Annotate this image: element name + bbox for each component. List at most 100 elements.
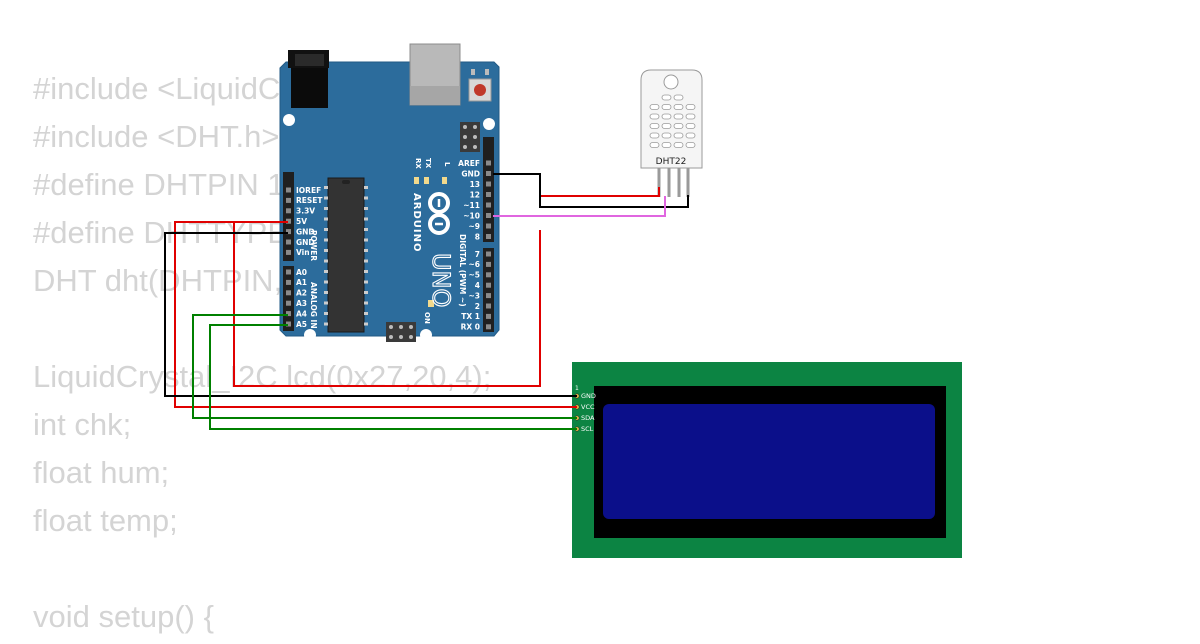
digital-pin[interactable] (486, 223, 491, 229)
analog-pin-label: A5 (296, 320, 307, 329)
code-line: LiquidCrystal_I2C lcd(0x27,20,4); (33, 359, 492, 394)
power-pin[interactable] (286, 218, 291, 224)
power-pin-label: 5V (296, 217, 307, 226)
power-pin[interactable] (286, 197, 291, 203)
mounting-hole (283, 114, 295, 126)
digital-pin[interactable] (486, 303, 491, 309)
digital-pin[interactable] (486, 313, 491, 319)
digital-pin[interactable] (486, 324, 491, 330)
wire-lcd-gnd (164, 232, 577, 397)
digital-pin[interactable] (486, 202, 491, 208)
digital-pin-label: ~10 (463, 211, 480, 220)
tx-label: TX (424, 158, 432, 169)
l-label: L (443, 162, 451, 167)
power-pin[interactable] (286, 239, 291, 245)
power-pin-label: RESET (296, 196, 323, 205)
code-line: void setup() { (33, 599, 214, 634)
digital-pin-label: 2 (475, 302, 480, 311)
power-jack (291, 66, 328, 108)
reset-button-cap (474, 84, 486, 96)
digital-pin[interactable] (486, 213, 491, 218)
digital-pin-label: ~5 (468, 271, 480, 280)
lcd-pin-index: 1 (575, 385, 579, 392)
rx-led (414, 177, 419, 184)
digital-pin-label: GND (461, 169, 480, 178)
analog-header (283, 266, 294, 331)
digital-pin[interactable] (486, 261, 491, 267)
digital-pin[interactable] (486, 293, 491, 299)
digital-pin-label: 12 (470, 190, 480, 199)
power-pin[interactable] (286, 208, 291, 214)
power-pin-label: GND (296, 238, 315, 247)
wire-lcd-vcc (233, 221, 541, 387)
wire-lcd-scl (209, 324, 577, 430)
digital-pin-label: ~6 (468, 260, 480, 269)
arduino-brand: ARDUINO (411, 193, 422, 252)
lcd-screen (603, 404, 935, 519)
code-line: float hum; (33, 455, 170, 490)
power-pin[interactable] (286, 187, 291, 193)
wire-dht-gnd (493, 173, 689, 208)
tx-led (424, 177, 429, 184)
analog-pin[interactable] (286, 279, 291, 285)
digital-pin[interactable] (486, 251, 491, 257)
lcd-pin-vcc: VCC (581, 403, 595, 411)
digital-header-low (483, 248, 494, 332)
power-section-label: POWER (309, 230, 318, 261)
digital-pin[interactable] (486, 234, 491, 239)
power-pin[interactable] (286, 249, 291, 255)
dht22-sensor[interactable]: DHT22 (640, 69, 703, 197)
analog-pin-label: A2 (296, 289, 307, 298)
digital-pin-label: 7 (475, 250, 480, 259)
on-led (428, 300, 434, 307)
power-pin[interactable] (286, 229, 291, 235)
analog-pin[interactable] (286, 311, 291, 317)
lcd-pin-scl: SCL (581, 425, 594, 433)
arduino-logo-icon (428, 192, 450, 235)
power-pin-label: IOREF (296, 186, 321, 195)
power-pin-label: Vin (296, 248, 310, 257)
l-led (442, 177, 447, 184)
analog-pin-label: A3 (296, 299, 307, 308)
mounting-hole (420, 329, 432, 341)
digital-pin-label: TX 1 (461, 312, 480, 321)
digital-pin[interactable] (486, 192, 491, 197)
digital-pin[interactable] (486, 282, 491, 288)
icsp-header (386, 322, 416, 342)
analog-pin[interactable] (286, 321, 291, 327)
analog-pin[interactable] (286, 269, 291, 275)
code-line: float temp; (33, 503, 178, 538)
digital-pin-label: ~9 (468, 222, 480, 231)
digital-pin[interactable] (486, 160, 491, 166)
analog-pin-label: A0 (296, 268, 307, 277)
power-header (283, 172, 294, 261)
icsp-header (460, 122, 480, 152)
analog-pin-label: A4 (296, 309, 307, 318)
digital-pin-label: AREF (458, 159, 480, 168)
chip-legs (324, 186, 368, 326)
code-line: #define DHTPIN 10 (33, 167, 302, 202)
digital-pin-label: ~3 (468, 291, 480, 300)
digital-pin-label: 8 (475, 232, 480, 241)
power-pin-label: 3.3V (296, 207, 315, 216)
dht22-label: DHT22 (656, 157, 687, 167)
analog-pin[interactable] (286, 290, 291, 296)
lcd-module[interactable]: 1 GND VCC SDA SCL (572, 362, 962, 558)
wire-dht-data (493, 196, 666, 217)
analog-pin[interactable] (286, 300, 291, 306)
digital-pin[interactable] (486, 171, 491, 176)
circuit-diagram: 1 GND VCC SDA SCL (164, 43, 962, 558)
digital-pin[interactable] (486, 272, 491, 278)
digital-pin-label: RX 0 (461, 323, 480, 332)
wire-dht-vcc (539, 187, 660, 207)
digital-header-high (483, 137, 494, 242)
digital-pin[interactable] (486, 181, 491, 187)
atmega-chip (327, 177, 365, 333)
uno-model-label: UNO (427, 253, 455, 307)
lcd-pin-sda: SDA (581, 414, 595, 422)
digital-pin-label: ~11 (463, 201, 480, 210)
wire-lcd-sda (192, 314, 577, 419)
mounting-hole (304, 329, 316, 341)
wires (164, 173, 689, 430)
